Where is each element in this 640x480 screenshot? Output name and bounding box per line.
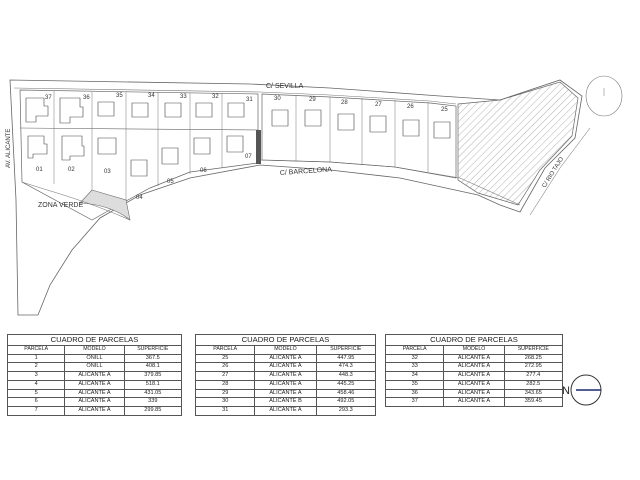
parcel-labels-south: 01 02 03 04 05 06 07 <box>36 154 252 201</box>
parcel-label: 27 <box>375 102 382 108</box>
street-sevilla-label: C/ SEVILLA <box>266 83 304 90</box>
column-header: SUPERFICIE <box>123 345 183 355</box>
table-title: CUADRO DE PARCELAS <box>195 334 376 346</box>
parcel-label: 35 <box>116 93 123 99</box>
parcel-table-3: CUADRO DE PARCELAS PARCELA MODELO SUPERF… <box>384 334 564 407</box>
column-header: PARCELA <box>384 345 445 355</box>
parcel-labels-east: 30 29 28 27 26 25 <box>274 96 448 113</box>
column-header: SUPERFICIE <box>503 345 564 355</box>
parcel-label: 25 <box>441 107 448 113</box>
column-header: MODELO <box>254 345 317 355</box>
parcel-label: 03 <box>104 169 111 175</box>
parcel-label: 07 <box>245 154 252 160</box>
west-block <box>19 89 259 221</box>
parcel-table-1: CUADRO DE PARCELAS PARCELA MODELO SUPERF… <box>6 334 183 416</box>
parcel-label: 28 <box>341 100 348 106</box>
parcel-label: 05 <box>167 179 174 185</box>
parcel-table-2: CUADRO DE PARCELAS PARCELA MODELO SUPERF… <box>194 334 377 416</box>
zona-verde-label: ZONA VERDE <box>38 202 83 209</box>
east-block <box>261 93 457 179</box>
column-header: MODELO <box>443 345 505 355</box>
house-footprints <box>25 97 451 177</box>
parcel-label: 02 <box>68 167 75 173</box>
parcel-label: 01 <box>36 167 43 173</box>
rio-tajo-road-edge <box>529 127 591 216</box>
roundabout <box>585 75 623 117</box>
parcel-label: 06 <box>200 168 207 174</box>
column-header: MODELO <box>64 345 125 355</box>
street-av-alicante-label: AV. ALICANTE <box>6 129 12 168</box>
site-plan: C/ SEVILLA C/ BARCELONA AV. ALICANTE C/ … <box>6 75 623 316</box>
parcel-label: 31 <box>246 97 253 103</box>
parcel-label: 26 <box>407 104 414 110</box>
parcel-label: 37 <box>45 95 52 101</box>
north-arrow-icon: N <box>562 374 602 406</box>
table-title: CUADRO DE PARCELAS <box>385 334 563 346</box>
column-header: PARCELA <box>6 345 66 355</box>
access-strip <box>256 130 261 164</box>
parcel-label: 30 <box>274 96 281 102</box>
street-barcelona-label: C/ BARCELONA <box>280 166 333 177</box>
east-parcel-dividers <box>295 95 429 172</box>
parcel-labels-north: 37 36 35 34 33 32 31 <box>45 93 253 103</box>
column-header: SUPERFICIE <box>315 345 377 355</box>
hatched-zone <box>457 81 579 206</box>
parcel-label: 36 <box>83 95 90 101</box>
north-label: N <box>562 385 570 397</box>
sevilla-road-edge <box>13 87 457 105</box>
site-boundary <box>9 79 583 316</box>
parcel-label: 29 <box>309 97 316 103</box>
west-parcel-dividers <box>53 91 223 200</box>
parcel-label: 04 <box>136 195 143 201</box>
table-title: CUADRO DE PARCELAS <box>7 334 182 346</box>
column-header: PARCELA <box>194 345 256 355</box>
parcel-label: 33 <box>180 94 187 100</box>
parcel-label: 34 <box>148 93 155 99</box>
parcel-label: 32 <box>212 94 219 100</box>
